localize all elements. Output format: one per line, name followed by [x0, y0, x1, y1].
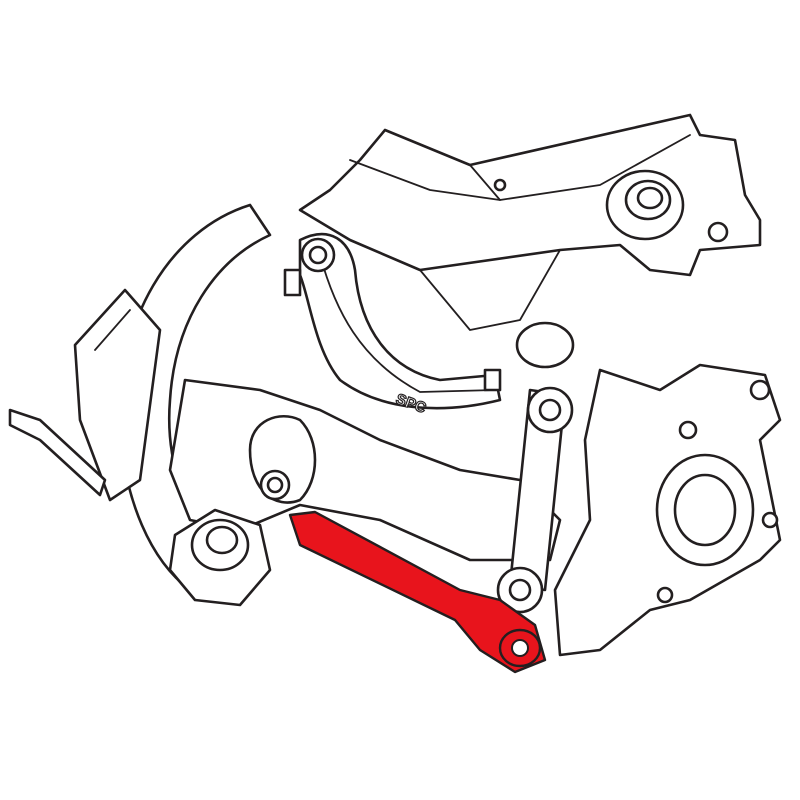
- highlighted-lower-link: [288, 510, 547, 674]
- dust-shield: [8, 203, 272, 592]
- knuckle: [553, 363, 782, 657]
- upper-camber-arm: SPC: [283, 232, 502, 418]
- lower-bushing: [168, 508, 272, 607]
- subframe-bushing: [605, 169, 685, 241]
- trailing-arm: [168, 378, 562, 562]
- vertical-link: [496, 321, 575, 614]
- subframe: [298, 113, 762, 331]
